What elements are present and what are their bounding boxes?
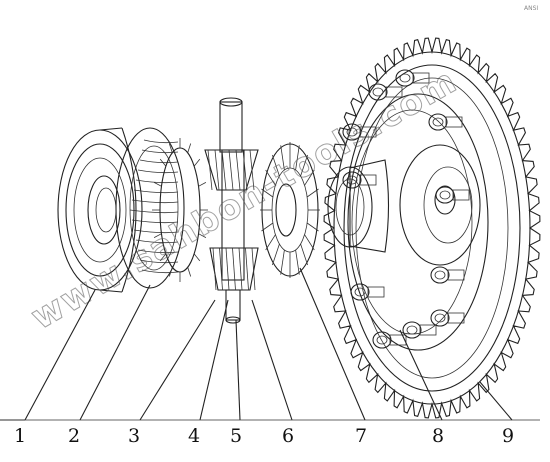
leader-lines [0,267,540,421]
ring-gear [323,37,541,419]
cross-shaft-assembly [204,97,259,324]
callout-labels: 1 2 3 4 5 6 7 8 9 [14,425,514,447]
callout-7: 7 [355,425,367,447]
callout-4: 4 [188,425,200,447]
side-gear-right [260,142,320,278]
case-bolt [430,309,465,327]
case-bolt [372,331,407,349]
case-bolt [342,171,377,189]
watermark-text: www.sahbon-tools.com [25,61,465,338]
callout-1: 1 [14,425,26,447]
callout-8: 8 [432,425,444,447]
case-bolt [368,83,403,101]
callout-2: 2 [68,425,80,447]
case-bolt [402,321,437,339]
case-bolt [435,186,470,204]
case-bolt [430,266,465,284]
case-bolt [342,123,377,141]
callout-3: 3 [128,425,140,447]
case-bolt [350,283,385,301]
differential-case [327,69,489,351]
case-bolt [428,113,463,131]
callout-9: 9 [502,425,514,447]
corner-mark: ANSI [524,5,538,12]
case-bolt [395,69,430,87]
side-gear [115,127,208,289]
callout-6: 6 [282,425,294,447]
callout-5: 5 [230,425,242,447]
